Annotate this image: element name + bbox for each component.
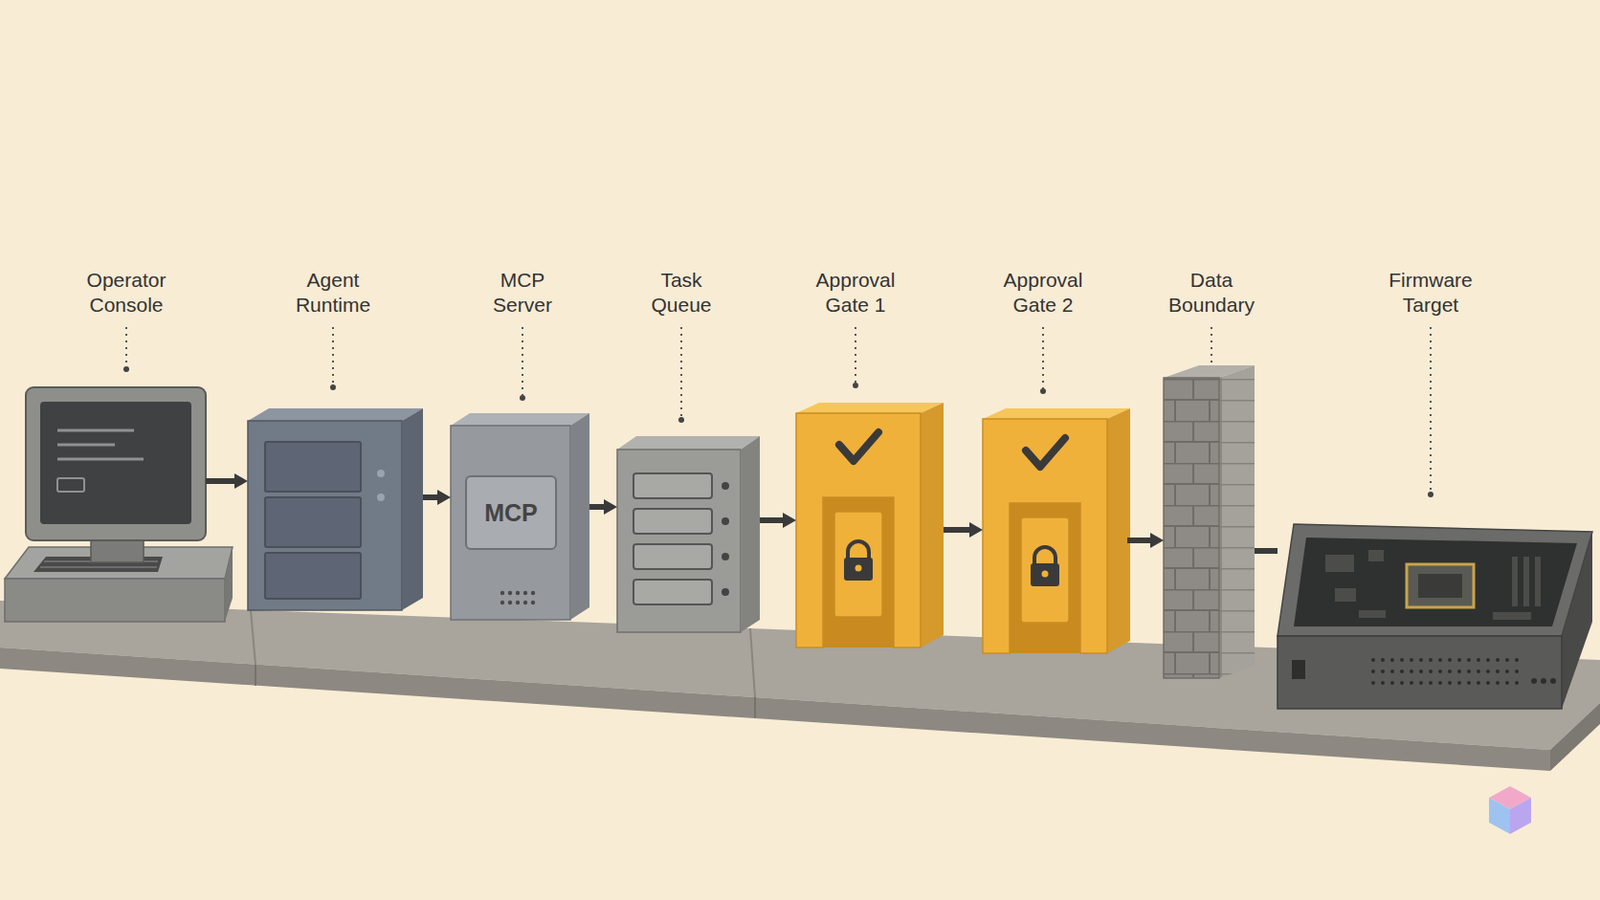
component-box: Task Queue: [617, 436, 760, 633]
component-box: Firmware Target: [1277, 518, 1593, 710]
component-label: Approval Gate 1: [805, 267, 906, 318]
component-label: Agent Runtime: [283, 267, 383, 318]
component-label: Task Queue: [631, 267, 732, 318]
component-box: Operator Console: [25, 387, 206, 556]
component-label: MCP Server: [472, 267, 573, 318]
flow-arrow: [422, 494, 445, 501]
flow-arrow: [759, 517, 791, 524]
component-label: Data Boundary: [1161, 267, 1262, 318]
flow-arrow: [1127, 537, 1158, 544]
flow-arrow: [589, 504, 612, 511]
component-box: Data Boundary: [1163, 365, 1255, 679]
flow-arrow: [205, 478, 243, 485]
component-box: Approval Gate 1: [796, 402, 944, 648]
component-box: Approval Gate 2: [982, 408, 1128, 653]
flow-arrow: [943, 527, 978, 534]
component-label: Firmware Target: [1380, 267, 1481, 318]
component-box: Agent Runtime: [247, 408, 423, 611]
flow-arrow: [1254, 548, 1278, 555]
server-badge: MCP: [484, 498, 538, 528]
component-label: Approval Gate 2: [993, 267, 1093, 318]
component-label: Operator Console: [76, 267, 177, 318]
